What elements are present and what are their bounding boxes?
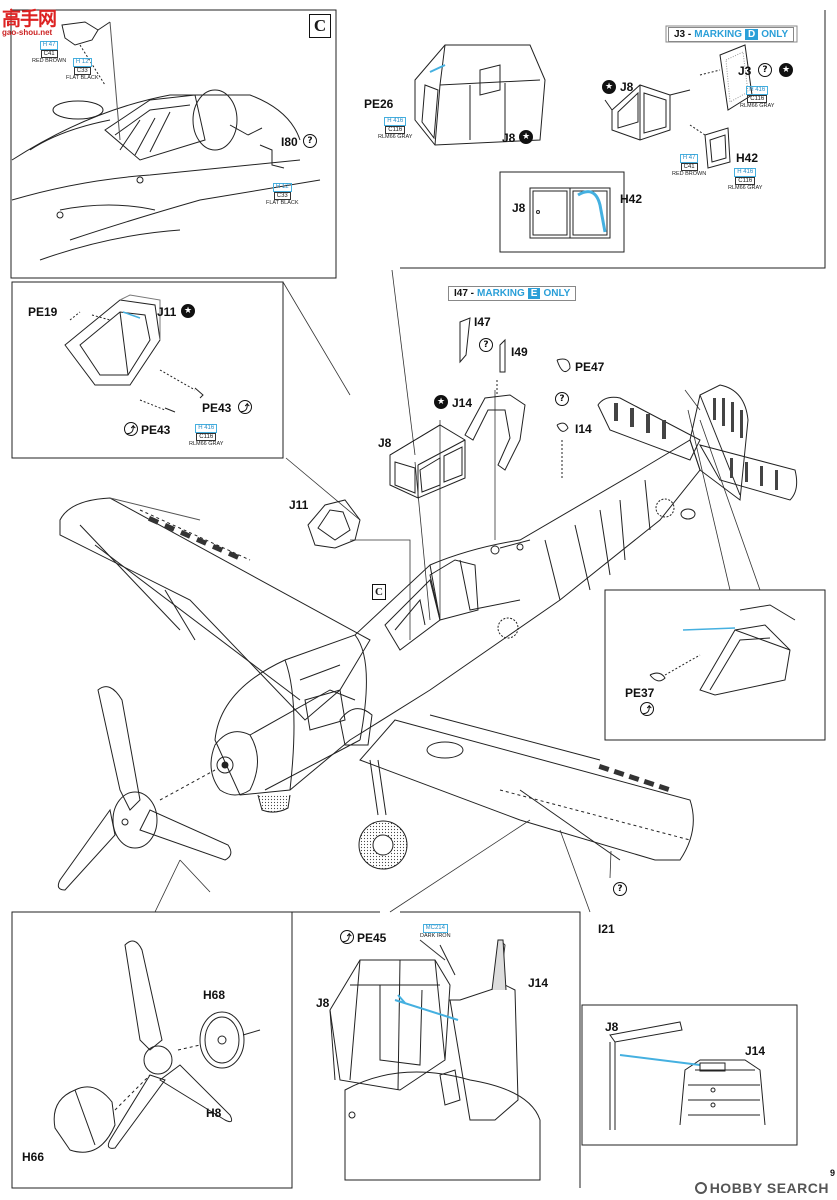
part-label-h66: H66 xyxy=(22,1150,45,1164)
pe37-inset-drawing xyxy=(649,604,796,696)
i47-marking-banner: I47 - MARKING E ONLY xyxy=(448,286,577,301)
part-label-j14-inset-bottom: J14 xyxy=(745,1044,766,1058)
j11-panel-frame xyxy=(11,281,284,459)
part-label-pe47: PE47 xyxy=(575,360,605,374)
question-icon: ? xyxy=(758,63,772,77)
page-number: 9 xyxy=(829,1168,835,1178)
propeller-assembly-drawing xyxy=(53,940,261,1153)
part-label-i47: I47 xyxy=(474,315,491,329)
j3-banner-frame xyxy=(665,25,798,43)
paint-callout-dark-iron: MC214 DARK IRON xyxy=(420,924,451,939)
upper-right-frame xyxy=(400,10,826,269)
part-label-i21: I21 xyxy=(598,922,615,936)
part-label-pe43: PE43 xyxy=(202,401,232,415)
pe37-inset-frame xyxy=(604,589,826,741)
left-wing-slats xyxy=(147,516,240,560)
part-label-j8-main: J8 xyxy=(378,436,392,450)
part-label-h68: H68 xyxy=(203,988,226,1002)
bend-icon: ⤴ xyxy=(340,930,354,944)
question-icon: ? xyxy=(479,338,493,352)
pe45-canopy-drawing xyxy=(329,939,541,1181)
part-label-j11-main: J11 xyxy=(289,498,309,512)
j8-j14-inset-drawing xyxy=(609,1021,766,1130)
bf109-aircraft-drawing xyxy=(59,384,798,870)
part-label-j14: J14 xyxy=(452,396,473,410)
part-label-h42: H42 xyxy=(736,151,759,165)
part-label-h42-inset: H42 xyxy=(620,192,643,206)
small-parts-drawing xyxy=(307,317,571,549)
j3-marking-banner: J3 - MARKING D ONLY xyxy=(668,27,795,42)
tail-ribs xyxy=(614,398,778,490)
main-propeller-drawing xyxy=(57,686,232,891)
part-label-j14-bottom: J14 xyxy=(528,976,549,990)
j8-h42-inset-drawing xyxy=(529,187,611,239)
leader-lines xyxy=(154,269,761,913)
paint-callout-red-brown-h42: H 47 C41 RED BROWN xyxy=(672,154,707,177)
part-label-h8: H8 xyxy=(206,1106,222,1120)
bend-icon: ⤴ xyxy=(640,702,654,716)
paint-callout-flat-black-2: H 12 C33 FLAT BLACK xyxy=(266,183,299,206)
paint-callout-flat-black-1: H 12 C33 FLAT BLACK xyxy=(66,58,99,81)
question-icon: ? xyxy=(613,882,627,896)
bend-icon: ⤴ xyxy=(238,400,252,414)
hobby-logo-icon xyxy=(694,1182,707,1194)
part-label-pe37: PE37 xyxy=(625,686,655,700)
star-icon: ★ xyxy=(779,63,793,77)
part-label-pe45: PE45 xyxy=(357,931,387,945)
part-label-j11: J11 xyxy=(157,305,177,319)
watermark-logo: 高手网 gao-shou.net xyxy=(2,9,57,37)
pe26-canopy-frame-drawing xyxy=(414,44,546,146)
star-icon: ★ xyxy=(519,130,533,144)
section-c-callout: C xyxy=(372,584,386,600)
paint-callout-rlm66-pe26: H 416 C116 RLM66 GRAY xyxy=(378,117,413,140)
part-label-j8-inset: J8 xyxy=(512,201,526,215)
part-label-j8-j3panel: J8 xyxy=(620,80,634,94)
propeller-panel-frame xyxy=(11,911,293,1189)
paint-callout-red-brown: H 47 C41 RED BROWN xyxy=(32,41,67,64)
part-label-j8-top: J8 xyxy=(502,131,516,145)
part-label-j8-inset-bottom: J8 xyxy=(605,1020,619,1034)
star-icon: ★ xyxy=(602,80,616,94)
section-c-marker: C xyxy=(309,14,331,38)
question-icon: ? xyxy=(555,392,569,406)
part-label-i14: I14 xyxy=(575,422,592,436)
part-label-j8-bottom: J8 xyxy=(316,996,330,1010)
part-label-j3: J3 xyxy=(738,64,752,78)
bend-icon: ⤴ xyxy=(124,422,138,436)
part-label-pe19: PE19 xyxy=(28,305,58,319)
paint-callout-rlm66-h42: H 416 C116 RLM66 GRAY xyxy=(728,168,763,191)
star-icon: ★ xyxy=(181,304,195,318)
part-label-i80: I80 xyxy=(281,135,298,149)
part-label-pe26: PE26 xyxy=(364,97,394,111)
paint-callout-rlm66-pe43: H 416 C116 RLM66 GRAY xyxy=(189,424,224,447)
question-icon: ? xyxy=(303,134,317,148)
footer-watermark: HOBBY SEARCH xyxy=(694,1180,829,1196)
right-wing-slats xyxy=(598,764,670,792)
panel-c-fuselage-drawing xyxy=(11,21,321,261)
part-label-i49: I49 xyxy=(511,345,528,359)
star-icon: ★ xyxy=(434,395,448,409)
j11-canopy-drawing xyxy=(64,294,204,413)
j8-j14-inset-frame xyxy=(581,1004,798,1146)
j3-canopy-frame-drawing xyxy=(604,44,753,169)
paint-callout-rlm66-j3: H 416 C116 RLM66 GRAY xyxy=(740,86,775,109)
j8-h42-inset-frame xyxy=(499,171,625,253)
part-label-pe43-second: PE43 xyxy=(141,423,171,437)
